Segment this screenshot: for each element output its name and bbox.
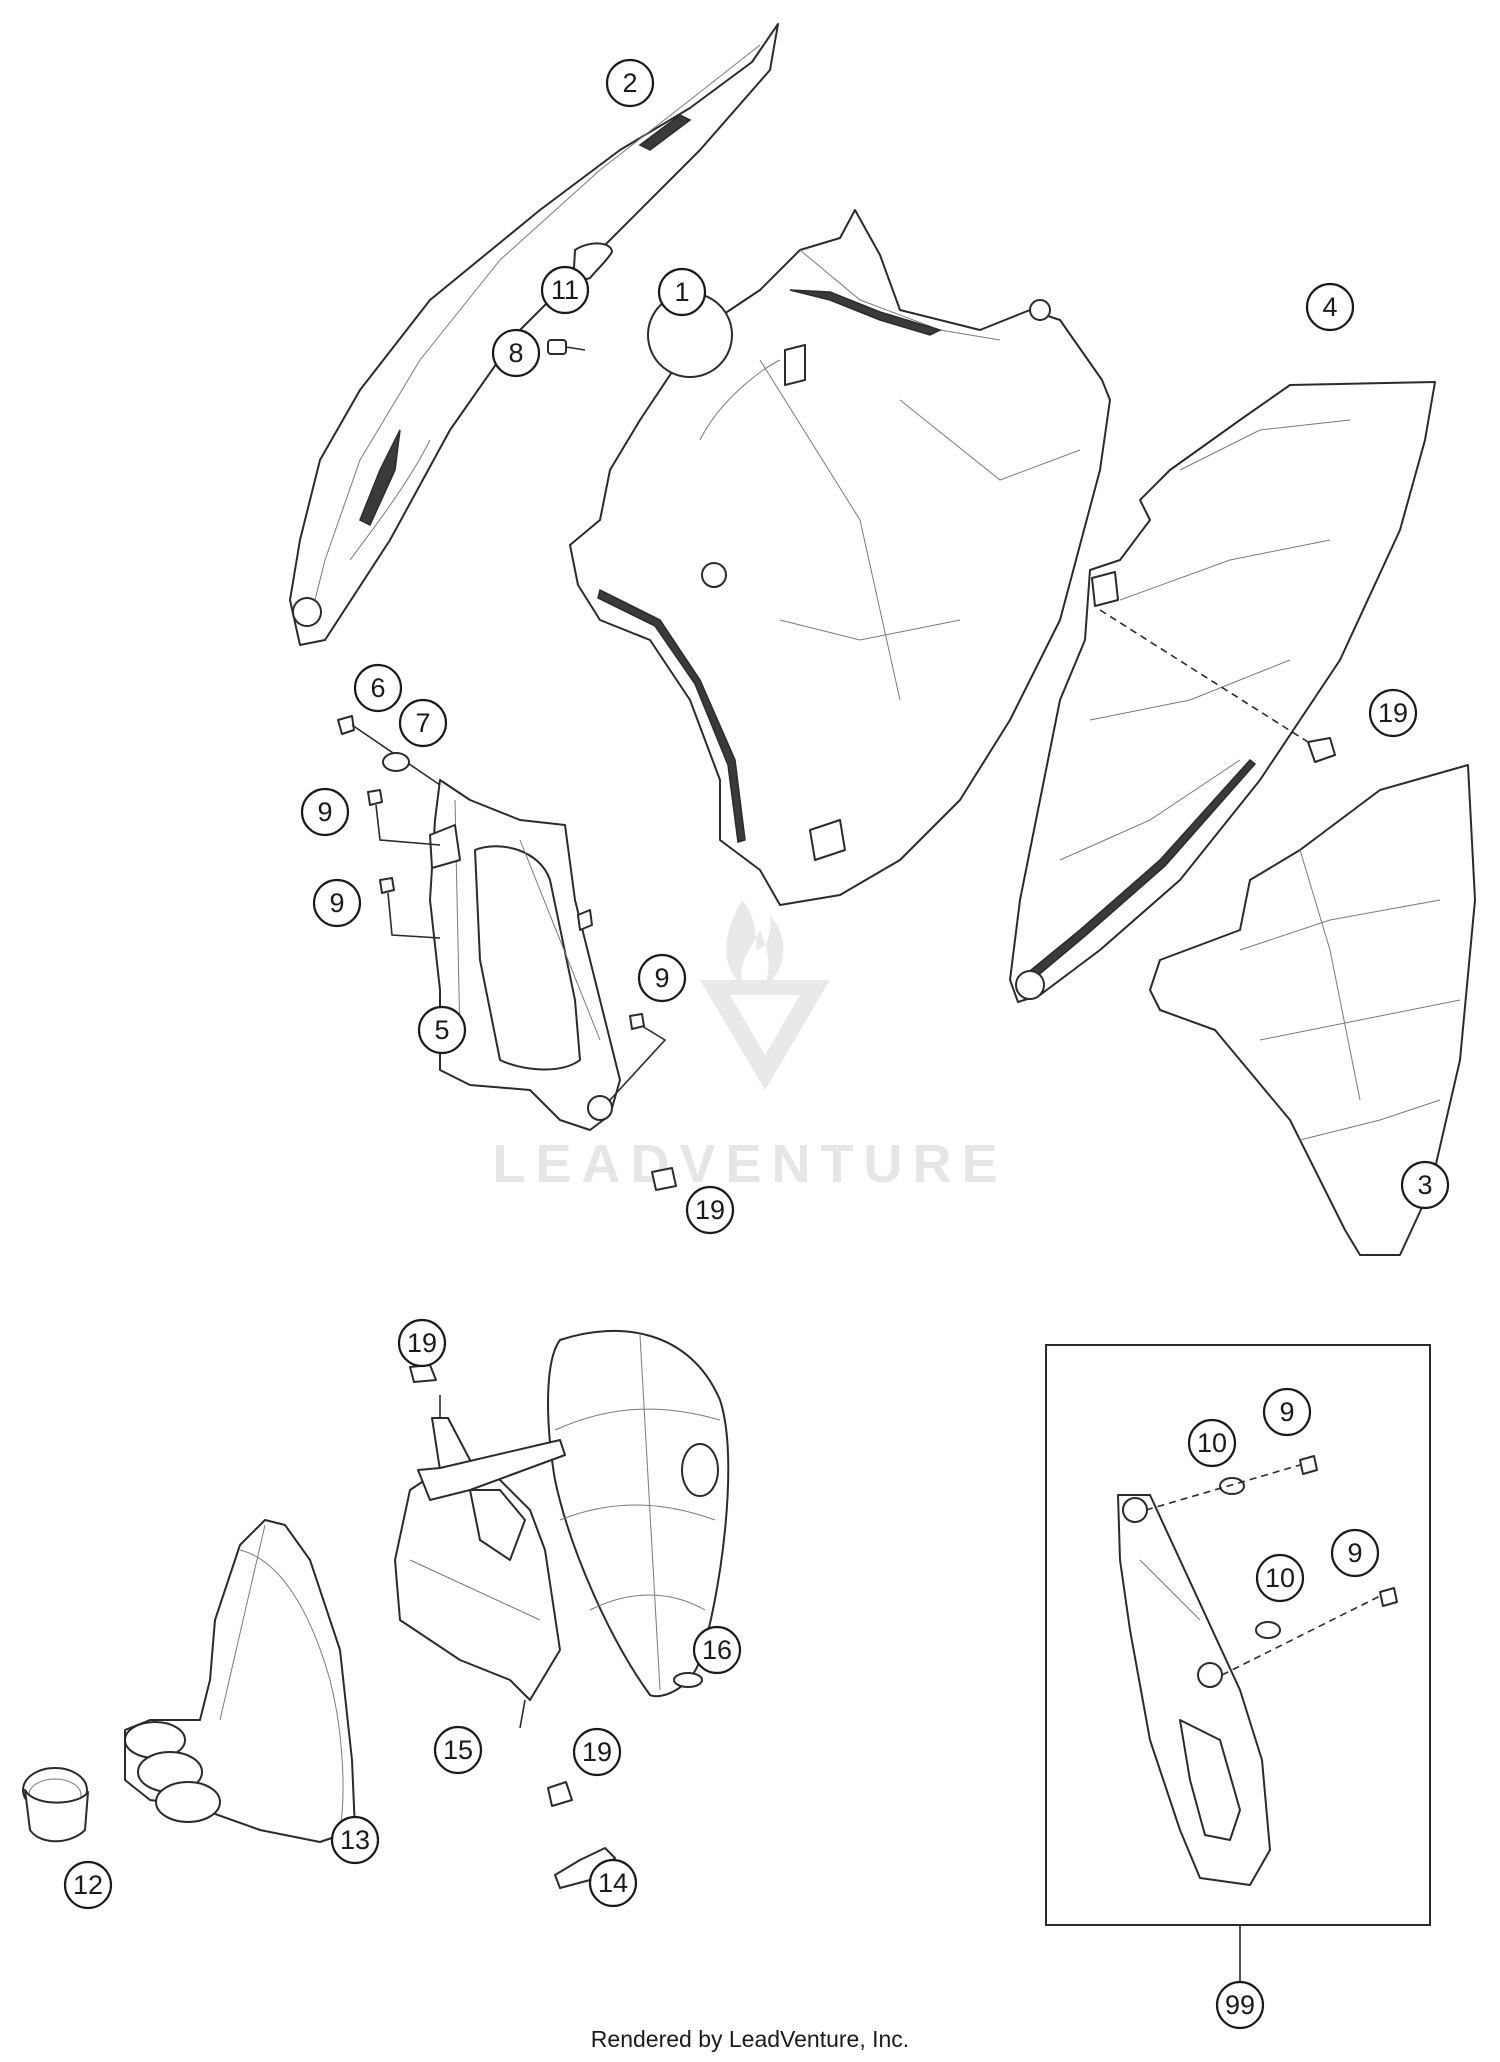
callout-9-b: 9 bbox=[312, 878, 362, 928]
part-13-intake-boot bbox=[124, 1519, 356, 1843]
part-5-filter-holder bbox=[429, 779, 621, 1131]
part-15-filter-cage bbox=[394, 1395, 566, 1729]
kit-99-washer-a bbox=[1145, 1464, 1301, 1511]
callout-14: 14 bbox=[588, 1858, 638, 1908]
watermark-text: LEADVENTURE bbox=[492, 1134, 1007, 1194]
svg-text:4: 4 bbox=[1322, 292, 1337, 322]
svg-text:10: 10 bbox=[1265, 1563, 1295, 1593]
svg-text:14: 14 bbox=[598, 1868, 628, 1898]
kit-99-washer-b bbox=[1221, 1595, 1381, 1676]
callout-9-a: 9 bbox=[300, 787, 350, 837]
part-1-air-box bbox=[569, 209, 1111, 906]
svg-text:19: 19 bbox=[1378, 698, 1408, 728]
callout-9-d: 9 bbox=[1262, 1387, 1312, 1437]
kit-99-air-guide bbox=[1117, 1494, 1271, 1886]
svg-text:13: 13 bbox=[340, 1825, 370, 1855]
callout-11: 11 bbox=[540, 265, 590, 315]
watermark: LEADVENTURE bbox=[492, 900, 1007, 1194]
part-2-shroud-decal bbox=[289, 23, 779, 646]
svg-text:5: 5 bbox=[434, 1015, 449, 1045]
callout-9-c: 9 bbox=[637, 953, 687, 1003]
svg-text:1: 1 bbox=[674, 277, 689, 307]
svg-text:7: 7 bbox=[415, 708, 430, 738]
callout-5: 5 bbox=[417, 1005, 467, 1055]
svg-text:19: 19 bbox=[407, 1328, 437, 1358]
part-14-bracket bbox=[554, 1847, 616, 1889]
callout-10-b: 10 bbox=[1255, 1553, 1305, 1603]
part-19-nut-a bbox=[1099, 609, 1336, 763]
callout-19-d: 19 bbox=[572, 1727, 622, 1777]
callout-2: 2 bbox=[605, 58, 655, 108]
callout-3: 3 bbox=[1400, 1160, 1450, 1210]
kit-99-screw-a bbox=[1299, 1455, 1318, 1475]
callout-19-a: 19 bbox=[1368, 688, 1418, 738]
callout-4: 4 bbox=[1305, 282, 1355, 332]
part-16-filter-cover bbox=[547, 1329, 730, 1698]
part-3-side-panel bbox=[1149, 764, 1476, 1256]
part-4-side-cover bbox=[1009, 381, 1436, 1003]
svg-text:10: 10 bbox=[1197, 1428, 1227, 1458]
part-8-grommet bbox=[547, 339, 586, 355]
part-9-screw-b bbox=[379, 877, 441, 939]
callout-7: 7 bbox=[398, 698, 448, 748]
kit-99-screw-b bbox=[1379, 1587, 1398, 1607]
svg-text:9: 9 bbox=[329, 888, 344, 918]
part-12-hose-clamp bbox=[22, 1767, 89, 1843]
svg-text:3: 3 bbox=[1417, 1170, 1432, 1200]
svg-text:9: 9 bbox=[654, 963, 669, 993]
svg-text:99: 99 bbox=[1225, 1990, 1255, 2020]
watermark-v-icon bbox=[700, 980, 830, 1090]
svg-text:11: 11 bbox=[551, 275, 579, 305]
callout-12: 12 bbox=[63, 1860, 113, 1910]
svg-text:8: 8 bbox=[508, 338, 523, 368]
callout-10-a: 10 bbox=[1187, 1418, 1237, 1468]
callout-13: 13 bbox=[330, 1815, 380, 1865]
callout-15: 15 bbox=[433, 1725, 483, 1775]
callout-1: 1 bbox=[657, 267, 707, 317]
kit-99-box bbox=[1045, 1344, 1431, 1982]
callout-6: 6 bbox=[353, 663, 403, 713]
svg-text:2: 2 bbox=[622, 68, 637, 98]
part-7-washer bbox=[382, 752, 410, 772]
part-19-nut-c bbox=[409, 1364, 437, 1383]
part-19-nut-d bbox=[547, 1781, 573, 1807]
svg-text:16: 16 bbox=[702, 1635, 732, 1665]
render-credit: Rendered by LeadVenture, Inc. bbox=[590, 2026, 910, 2052]
svg-text:6: 6 bbox=[370, 673, 385, 703]
svg-text:9: 9 bbox=[1347, 1538, 1362, 1568]
svg-text:12: 12 bbox=[73, 1870, 103, 1900]
part-9-screw-a bbox=[367, 789, 441, 846]
part-9-screw-c bbox=[609, 1013, 667, 1101]
callout-19-c: 19 bbox=[397, 1318, 447, 1368]
callout-19-b: 19 bbox=[685, 1185, 735, 1235]
callout-99: 99 bbox=[1215, 1980, 1265, 2030]
callout-16: 16 bbox=[692, 1625, 742, 1675]
svg-text:9: 9 bbox=[317, 797, 332, 827]
svg-text:19: 19 bbox=[582, 1737, 612, 1767]
svg-text:15: 15 bbox=[443, 1735, 473, 1765]
callout-9-e: 9 bbox=[1330, 1528, 1380, 1578]
svg-text:9: 9 bbox=[1279, 1397, 1294, 1427]
part-19-nut-b bbox=[651, 1167, 677, 1191]
callout-8: 8 bbox=[491, 328, 541, 378]
watermark-flame-icon bbox=[726, 900, 784, 990]
svg-text:19: 19 bbox=[695, 1195, 725, 1225]
